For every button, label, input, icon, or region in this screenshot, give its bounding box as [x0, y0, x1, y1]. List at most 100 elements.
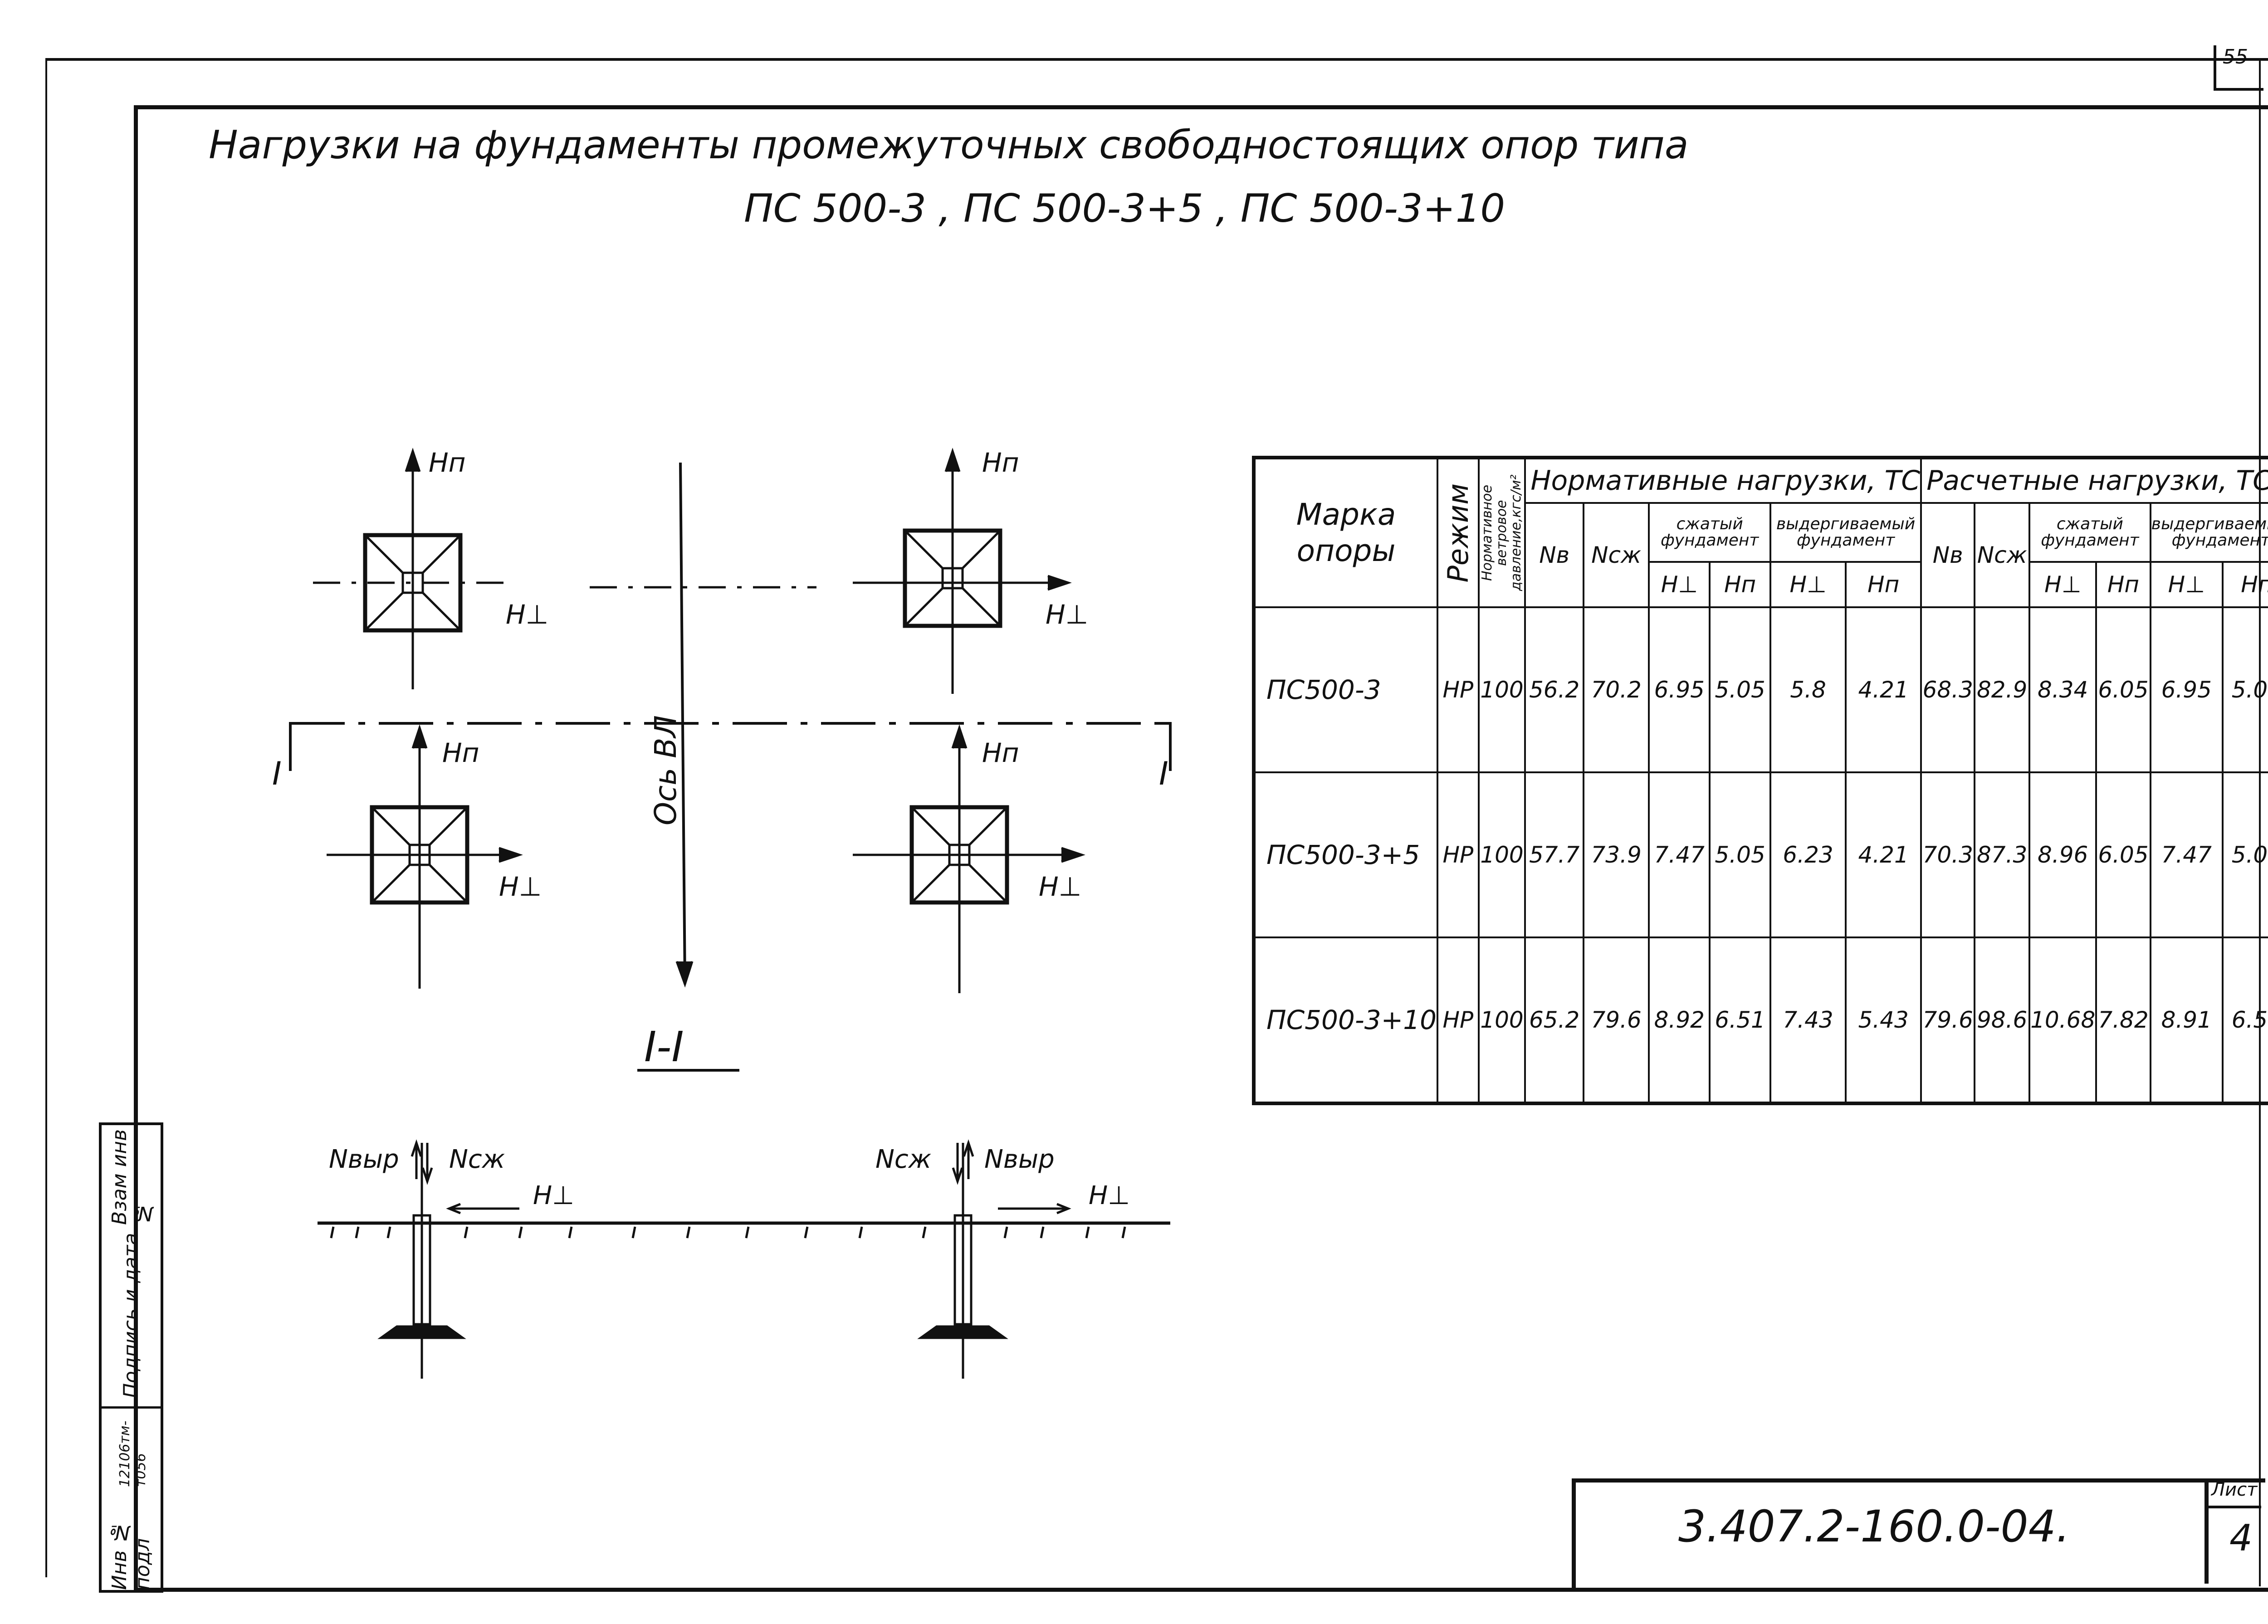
cell-value: 7.47 — [2149, 771, 2224, 938]
cell-mark: ПС500-3+5 — [1252, 771, 1439, 938]
label-h-perp-4: H⊥ — [1039, 871, 1081, 902]
cell-value: 5.05 — [2221, 606, 2268, 773]
sub-ncz-normative: Nсж — [1582, 502, 1650, 608]
table-row: ПС500-3+5 НР 100 57.7 73.9 7.47 5.05 6.2… — [1252, 771, 2268, 938]
cell-value: 6.51 — [2221, 936, 2268, 1104]
label-h-perp-3: H⊥ — [499, 871, 542, 902]
sub-compressed-normative: сжатый фундамент — [1648, 502, 1771, 563]
outer-frame-left — [45, 58, 47, 1577]
cell-value: 70.2 — [1582, 606, 1650, 773]
label-h-par-4: Hп — [982, 737, 1019, 768]
cell-value: 73.9 — [1582, 771, 1650, 938]
sheet-number: 4 — [2229, 1517, 2253, 1559]
label-h-par-2: Hп — [982, 447, 1019, 478]
table-row: ПС500-3 НР 100 56.2 70.2 6.95 5.05 5.8 4… — [1252, 606, 2268, 773]
page-corner-number: 55 — [2214, 45, 2263, 91]
cell-value: 98.6 — [1974, 936, 2031, 1104]
label-h-perp-2: H⊥ — [1046, 599, 1088, 630]
sheet-box — [2204, 1478, 2265, 1584]
cell-value: 7.47 — [1648, 771, 1711, 938]
cell-value: 10.68 — [2028, 936, 2097, 1104]
cell-value: 4.21 — [1845, 771, 1922, 938]
foundation-plan-diagram: Hп Hп Hп Hп H⊥ H⊥ H⊥ H⊥ I I Ось ВЛ I-I — [272, 447, 1172, 1072]
cell-value: 68.3 — [1920, 606, 1976, 773]
cell-mode: НР — [1437, 936, 1480, 1104]
section-mark-right: I — [1159, 755, 1168, 792]
cell-value: 6.05 — [2095, 606, 2151, 773]
h-perp-d1: H⊥ — [2028, 561, 2097, 608]
drawing-frame — [134, 105, 2268, 1592]
cell-value: 5.8 — [1769, 606, 1847, 773]
label-n-pullout-right: Nвыр — [984, 1145, 1055, 1174]
col-wind-header: Нормативное ветровое давление,кгс/м² — [1477, 457, 1526, 608]
label-n-pullout-left: Nвыр — [329, 1145, 399, 1174]
cell-mode: НР — [1437, 606, 1480, 773]
label-h-par-1: Hп — [429, 447, 466, 478]
cell-value: 6.95 — [2149, 606, 2224, 773]
stamp-replace-inv: Взам инв № — [108, 1129, 154, 1225]
cell-value: 79.6 — [1582, 936, 1650, 1104]
title-line-2: ПС 500-3 , ПС 500-3+5 , ПС 500-3+10 — [744, 186, 1505, 231]
cell-mode: НР — [1437, 771, 1480, 938]
label-n-compress-left: Nсж — [449, 1145, 505, 1174]
cell-value: 8.96 — [2028, 771, 2097, 938]
cell-value: 79.6 — [1920, 936, 1976, 1104]
cell-wind: 100 — [1477, 936, 1526, 1104]
side-stamp: Взам инв № Подпись и дата Инв № подл 121… — [99, 1122, 163, 1593]
h-perp-n1: H⊥ — [1648, 561, 1711, 608]
title-block — [1572, 1478, 2265, 1588]
cell-value: 6.23 — [1769, 771, 1847, 938]
col-mark-header: Марка опоры — [1252, 457, 1439, 608]
cell-value: 4.21 — [1845, 606, 1922, 773]
stamp-inv-original: Инв № подл — [108, 1521, 154, 1590]
ground-hatch — [330, 1226, 1126, 1239]
cell-value: 5.05 — [1709, 606, 1771, 773]
sub-nv-normative: Nв — [1524, 502, 1584, 608]
cell-value: 57.7 — [1524, 771, 1584, 938]
sub-compressed-design: сжатый фундамент — [2028, 502, 2151, 563]
h-par-n2: Hп — [1845, 561, 1922, 608]
label-h-perp-left: H⊥ — [533, 1181, 574, 1210]
sheet-divider — [2204, 1506, 2261, 1508]
label-n-compress-right: Nсж — [875, 1145, 931, 1174]
document-code: 3.407.2-160.0-04. — [1678, 1501, 2070, 1552]
cell-value: 56.2 — [1524, 606, 1584, 773]
h-perp-d2: H⊥ — [2149, 561, 2224, 608]
axis-label: Ось ВЛ — [648, 715, 683, 825]
cell-value: 70.3 — [1920, 771, 1976, 938]
h-par-d1: Hп — [2095, 561, 2151, 608]
cell-value: 6.05 — [2095, 771, 2151, 938]
h-par-n1: Hп — [1709, 561, 1771, 608]
cell-value: 6.95 — [1648, 606, 1711, 773]
cell-value: 82.9 — [1974, 606, 2031, 773]
h-par-d2: Hп — [2221, 561, 2268, 608]
group-normative: Нормативные нагрузки, ТС — [1524, 457, 1922, 504]
cell-value: 87.3 — [1974, 771, 2031, 938]
cell-mark: ПС500-3 — [1252, 606, 1439, 773]
h-perp-n2: H⊥ — [1769, 561, 1847, 608]
sub-ncz-design: Nсж — [1974, 502, 2031, 608]
label-h-perp-1: H⊥ — [506, 599, 548, 630]
table-row: ПС500-3+10 НР 100 65.2 79.6 8.92 6.51 7.… — [1252, 936, 2268, 1104]
col-wind-label: Нормативное ветровое давление,кгс/м² — [1479, 474, 1524, 591]
cell-value: 8.34 — [2028, 606, 2097, 773]
sub-nv-design: Nв — [1920, 502, 1976, 608]
col-mode-label: Режим — [1441, 483, 1475, 583]
cell-value: 5.05 — [2221, 771, 2268, 938]
stamp-sign-date: Подпись и дата — [102, 1225, 161, 1409]
cell-value: 65.2 — [1524, 936, 1584, 1104]
outer-frame-top — [45, 58, 2268, 61]
stamp-inv-block: Инв № подл 12106тм-т056 — [102, 1406, 161, 1592]
sub-pulled-normative: выдергиваемый фундамент — [1769, 502, 1922, 563]
sheet-label: Лист — [2211, 1479, 2258, 1500]
cell-value: 8.92 — [1648, 936, 1711, 1104]
cell-value: 5.05 — [1709, 771, 1771, 938]
cell-value: 6.51 — [1709, 936, 1771, 1104]
cell-mark: ПС500-3+10 — [1252, 936, 1439, 1104]
group-design: Расчетные нагрузки, ТС — [1920, 457, 2268, 504]
title-line-1: Нагрузки на фундаменты промежуточных сво… — [209, 122, 1689, 168]
label-h-perp-right: H⊥ — [1089, 1181, 1130, 1210]
label-h-par-3: Hп — [442, 737, 479, 768]
cell-wind: 100 — [1477, 771, 1526, 938]
section-diagram: Nвыр Nсж H⊥ Nсж Nвыр H⊥ — [318, 1139, 1170, 1379]
